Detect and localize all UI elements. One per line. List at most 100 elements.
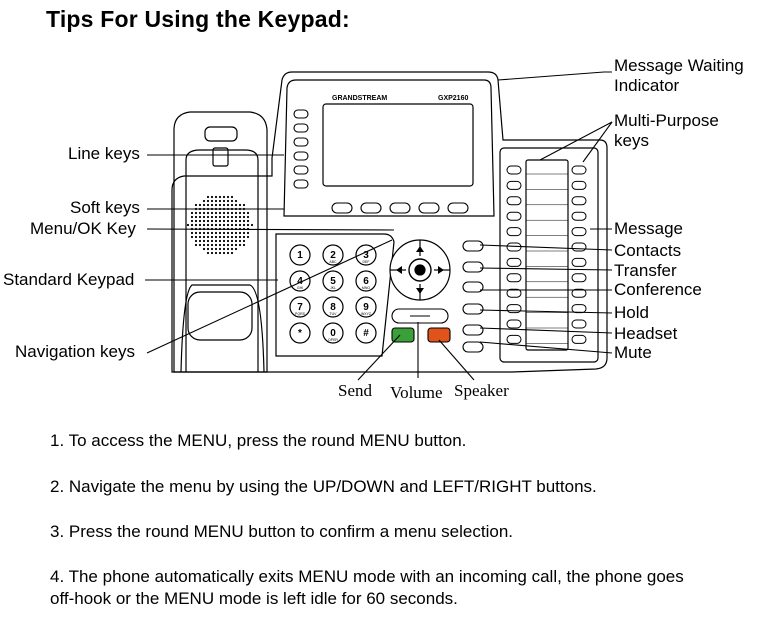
- brand-label: GRANDSTREAM: [332, 95, 387, 102]
- function-key: [462, 341, 484, 353]
- mpk-key: [571, 242, 587, 252]
- callout-hold: Hold: [614, 303, 649, 322]
- mpk-key: [571, 273, 587, 283]
- mpk-key: [506, 257, 522, 267]
- callout-volume: Volume: [390, 383, 443, 402]
- soft-key: [331, 202, 353, 214]
- function-key: [462, 281, 484, 293]
- keypad-digit: 5: [330, 276, 336, 287]
- keypad-digit: #: [363, 328, 369, 339]
- mpk-key: [506, 334, 522, 344]
- mpk-key: [571, 227, 587, 237]
- tip-item: 1. To access the MENU, press the round M…: [50, 431, 467, 450]
- speaker-key: [427, 327, 451, 343]
- tip-item: 3. Press the round MENU button to confir…: [50, 522, 514, 541]
- function-key: [462, 261, 484, 273]
- callout-send: Send: [338, 381, 372, 400]
- function-keys: [462, 240, 484, 353]
- mpk-key: [571, 211, 587, 221]
- mpk-key: [506, 273, 522, 283]
- keypad-key: 1: [289, 244, 311, 266]
- line-key: [293, 151, 309, 161]
- mpk-key: [571, 165, 587, 175]
- lcd-screen: [322, 103, 474, 187]
- soft-key: [389, 202, 411, 214]
- keypad-letters: JKL: [330, 286, 336, 290]
- tip-item: 4. The phone automatically exits MENU mo…: [50, 567, 684, 608]
- keypad-letters: OPER: [328, 338, 338, 342]
- mpk-key: [571, 334, 587, 344]
- function-key: [462, 303, 484, 315]
- line-keys: [293, 109, 309, 189]
- keypad-key: #: [355, 322, 377, 344]
- callout-menu-ok: Menu/OK Key: [30, 219, 136, 238]
- line-key: [293, 165, 309, 175]
- mpk-key: [506, 180, 522, 190]
- callout-standard-keypad: Standard Keypad: [3, 270, 135, 289]
- keypad-digit: 3: [363, 250, 369, 261]
- navigation-cluster: [389, 239, 451, 301]
- multi-purpose-keys: [506, 165, 587, 344]
- mpk-key: [571, 180, 587, 190]
- speaker-grille: [186, 195, 254, 255]
- keypad-digit: 6: [363, 276, 369, 287]
- callout-conference: Conference: [614, 280, 702, 299]
- callout-mute: Mute: [614, 343, 652, 362]
- callout-transfer: Transfer: [614, 261, 677, 280]
- keypad-digit: 9: [363, 302, 369, 313]
- keypad-letters: GHI: [297, 286, 303, 290]
- keypad-letters: ABC: [329, 260, 337, 264]
- callout-contacts: Contacts: [614, 241, 682, 260]
- line-key: [293, 109, 309, 119]
- mpk-key: [506, 165, 522, 175]
- model-label: GXP2160: [438, 95, 468, 102]
- send-key: [391, 327, 415, 343]
- keypad-key: *: [289, 322, 311, 344]
- soft-key: [447, 202, 469, 214]
- mpk-key: [506, 211, 522, 221]
- soft-keys: [331, 202, 469, 214]
- multi-purpose-panel: [499, 147, 599, 363]
- callout-line-keys: Line keys: [68, 144, 140, 163]
- mpk-key: [506, 227, 522, 237]
- leader-lines: [145, 71, 613, 381]
- keypad-letters: PQRS: [295, 312, 306, 316]
- keypad-letters: TUV: [330, 312, 338, 316]
- callout-navigation-keys: Navigation keys: [15, 342, 136, 361]
- mpk-key: [571, 257, 587, 267]
- handset: [173, 111, 268, 373]
- page-title: Tips For Using the Keypad:: [46, 6, 350, 32]
- keypad-letters: WXYZ: [361, 312, 372, 316]
- keypad-digit: 0: [330, 328, 336, 339]
- keypad-digit: 1: [297, 250, 303, 261]
- line-key: [293, 179, 309, 189]
- function-key: [462, 324, 484, 336]
- mpk-key: [571, 196, 587, 206]
- mpk-key: [506, 288, 522, 298]
- line-key: [293, 137, 309, 147]
- phone-body: [171, 71, 608, 373]
- keypad-digit: 7: [297, 302, 303, 313]
- mpk-key: [506, 196, 522, 206]
- mpk-key: [571, 304, 587, 314]
- keypad-digit: 4: [297, 276, 303, 287]
- keypad-letters: MNO: [362, 286, 370, 290]
- keypad-digit: *: [298, 328, 302, 339]
- soft-key: [418, 202, 440, 214]
- soft-key: [360, 202, 382, 214]
- line-key: [293, 123, 309, 133]
- tip-item: 2. Navigate the menu by using the UP/DOW…: [50, 477, 597, 496]
- keypad-digit: 2: [330, 250, 336, 261]
- callout-soft-keys: Soft keys: [70, 198, 140, 217]
